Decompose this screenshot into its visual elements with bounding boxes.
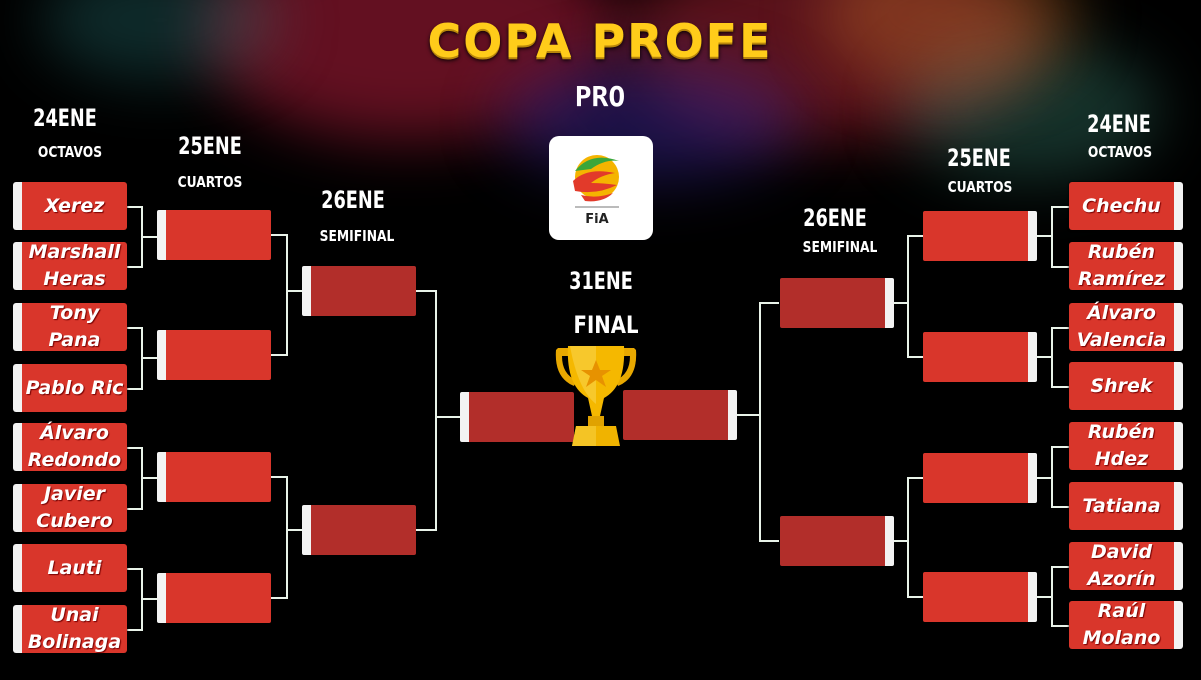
trophy-icon [555, 346, 637, 446]
page-subtitle: PRO [574, 80, 626, 113]
semifinal-slot [302, 505, 416, 555]
team-slot: Álvaro Redondo [13, 422, 127, 471]
right-semifinal-date: 26ENE [803, 204, 867, 232]
cuartos-slot [157, 210, 271, 260]
cuartos-slot [923, 332, 1037, 382]
right-cuartos-date: 25ENE [947, 144, 1011, 172]
team-slot: Shrek [1069, 362, 1183, 410]
team-slot: David Azorín [1069, 541, 1183, 590]
final-slot-left [460, 392, 574, 442]
cuartos-slot [923, 211, 1037, 261]
final-date: 31ENE [569, 267, 633, 295]
semifinal-slot [780, 278, 894, 328]
team-slot: Tatiana [1069, 482, 1183, 530]
cuartos-slot [923, 453, 1037, 503]
team-slot: Tony Pana [13, 302, 127, 351]
right-octavos-date: 24ENE [1087, 110, 1151, 138]
team-slot: Pablo Ric [13, 364, 127, 412]
semifinal-slot [302, 266, 416, 316]
right-octavos-name: OCTAVOS [1087, 143, 1153, 161]
left-semifinal-date: 26ENE [321, 186, 385, 214]
team-slot: Lauti [13, 544, 127, 592]
team-slot: Rubén Ramírez [1069, 241, 1183, 290]
team-slot: Chechu [1069, 182, 1183, 230]
left-cuartos-date: 25ENE [178, 132, 242, 160]
cuartos-slot [157, 452, 271, 502]
cuartos-slot [923, 572, 1037, 622]
team-slot: Unai Bolinaga [13, 604, 127, 653]
team-slot: Raúl Molano [1069, 600, 1183, 649]
page-title: COPA PROFE [427, 14, 773, 68]
left-octavos-name: OCTAVOS [37, 143, 103, 161]
team-slot: Álvaro Valencia [1069, 302, 1183, 351]
right-semifinal-name: SEMIFINAL [802, 238, 878, 256]
logo-text: FiA [585, 212, 608, 227]
team-slot: Marshall Heras [13, 241, 127, 290]
left-octavos-date: 24ENE [33, 104, 97, 132]
cuartos-slot [157, 330, 271, 380]
final-name: FINAL [573, 311, 639, 339]
team-slot: Rubén Hdez [1069, 421, 1183, 470]
right-cuartos-name: CUARTOS [947, 178, 1013, 196]
team-slot: Javier Cubero [13, 483, 127, 532]
team-slot: Xerez [13, 182, 127, 230]
tournament-logo: FiA [549, 136, 653, 240]
left-semifinal-name: SEMIFINAL [319, 227, 395, 245]
cuartos-slot [157, 573, 271, 623]
semifinal-slot [780, 516, 894, 566]
logo-icon: FiA [573, 155, 619, 227]
final-slot-right [623, 390, 737, 440]
left-cuartos-name: CUARTOS [177, 173, 243, 191]
